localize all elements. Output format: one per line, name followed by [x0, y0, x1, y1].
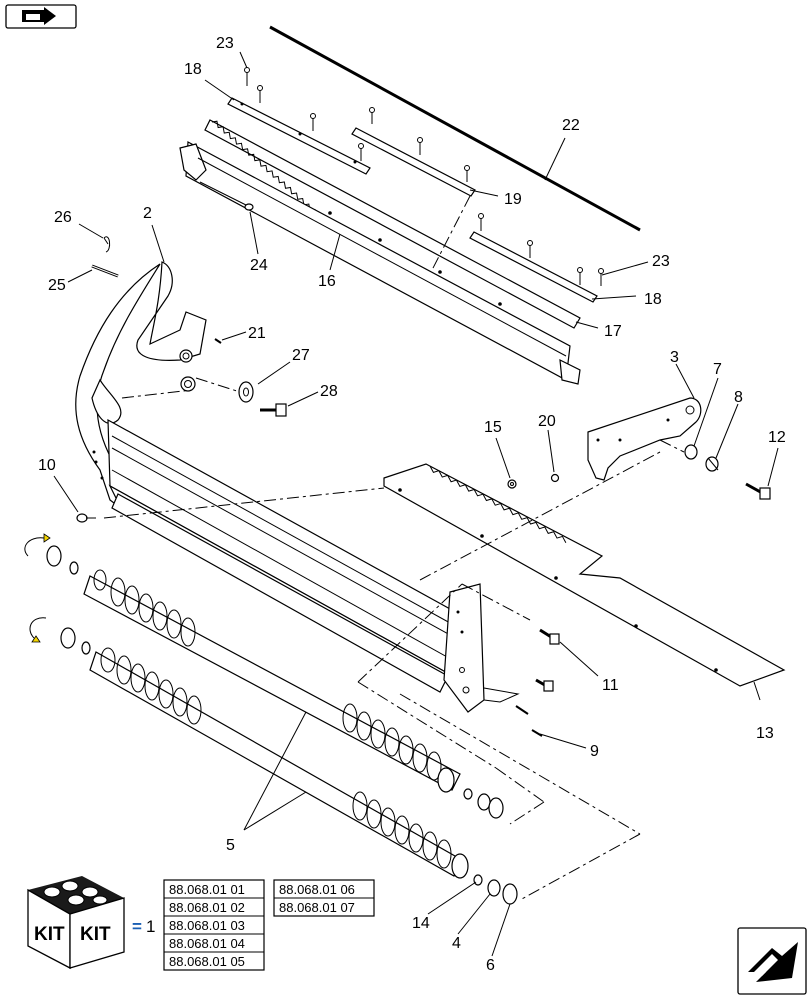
callout-16: 16 [318, 273, 336, 290]
kit-ref-cell[interactable]: 88.068.01 04 [169, 936, 245, 951]
callout-23-lower: 23 [652, 253, 670, 270]
callout-7: 7 [713, 361, 722, 378]
kit-ref-cell[interactable]: 88.068.01 03 [169, 918, 245, 933]
kit-ref-cell[interactable]: 88.068.01 01 [169, 882, 245, 897]
rotation-arrow-icon [24, 533, 51, 643]
callout-21: 21 [248, 325, 266, 342]
callout-24: 24 [250, 257, 268, 274]
callout-3: 3 [670, 349, 679, 366]
kit-reference-table-2: 88.068.01 06 88.068.01 07 [273, 879, 375, 917]
leader-lines [53, 51, 779, 957]
lower-tube-part [111, 493, 449, 693]
kit-ref-cell[interactable]: 88.068.01 02 [169, 900, 245, 915]
callout-17: 17 [604, 323, 622, 340]
kit-label-left: KIT [34, 924, 65, 945]
end-bolt-set [515, 628, 560, 737]
trough-panel-part [107, 418, 481, 702]
lower-auger-part [60, 627, 518, 905]
kit-equals-sign: = [132, 917, 142, 936]
callout-18-upper: 18 [184, 61, 202, 78]
kit-box-icon: KIT KIT [27, 876, 125, 970]
previous-page-arrow-icon[interactable] [5, 4, 77, 29]
callout-18-lower: 18 [644, 291, 662, 308]
callout-11: 11 [602, 677, 619, 694]
callout-19: 19 [504, 191, 522, 208]
kit-quantity: 1 [146, 917, 155, 936]
callout-14: 14 [412, 915, 430, 932]
pin-part [199, 181, 254, 211]
side-plate-part [75, 261, 207, 508]
pin-and-clip-part [91, 236, 119, 278]
kit-ref-cell[interactable]: 88.068.01 05 [169, 954, 245, 969]
callout-20: 20 [538, 413, 556, 430]
callout-6: 6 [486, 957, 495, 974]
next-page-arrow-icon[interactable] [737, 927, 807, 995]
callout-12: 12 [768, 429, 786, 446]
callout-labels: 2 3 4 5 6 7 8 9 10 11 12 13 14 15 16 17 … [38, 35, 786, 974]
callout-13: 13 [756, 725, 774, 742]
toothed-bar-part [204, 119, 581, 329]
callout-26: 26 [54, 209, 72, 226]
upper-auger-part [46, 545, 504, 819]
callout-23-upper: 23 [216, 35, 234, 52]
kit-ref-cell[interactable]: 88.068.01 07 [279, 900, 355, 915]
callout-9: 9 [590, 743, 599, 760]
callout-10: 10 [38, 457, 56, 474]
callout-25: 25 [48, 277, 66, 294]
nut-part [507, 473, 560, 489]
callout-4: 4 [452, 935, 461, 952]
kit-ref-cell[interactable]: 88.068.01 06 [279, 882, 355, 897]
strip-part-upper [227, 97, 598, 303]
rod-part [269, 24, 642, 232]
callout-5: 5 [226, 837, 235, 854]
kit-label-right: KIT [80, 924, 111, 945]
callout-8: 8 [734, 389, 743, 406]
callout-2: 2 [143, 205, 152, 222]
washer-bolt-part [195, 338, 287, 417]
alignment-lines [103, 195, 661, 901]
bolt-set [244, 67, 604, 286]
floor-plate-part [383, 463, 786, 687]
callout-22: 22 [562, 117, 580, 134]
pin-10-part [76, 513, 96, 523]
bracket-part [587, 397, 771, 500]
callout-28: 28 [320, 383, 338, 400]
callout-27: 27 [292, 347, 310, 364]
end-plate-part [443, 583, 520, 713]
support-bar-part [179, 141, 581, 385]
callout-15: 15 [484, 419, 502, 436]
kit-reference-table-1: 88.068.01 01 88.068.01 02 88.068.01 03 8… [163, 879, 265, 971]
